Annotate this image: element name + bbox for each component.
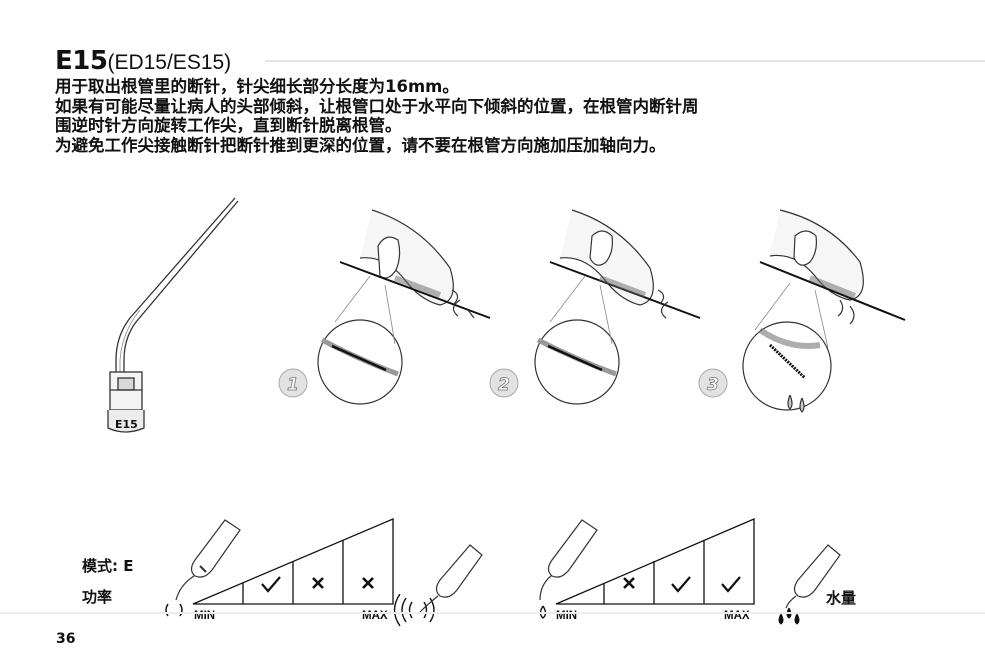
water-label: 水量 <box>826 589 857 607</box>
power-handpiece-right-icon <box>419 544 483 613</box>
check-icon <box>671 576 691 593</box>
step-number: 1 <box>287 375 299 395</box>
instruction-line: 为避免工作尖接触断针把断针推到更深的位置，请不要在根管方向施加压加轴向力。 <box>55 135 666 155</box>
step-number: 2 <box>498 375 510 395</box>
instruction-line: 用于取出根管里的断针，针尖细长部分长度为16mm。 <box>55 77 459 96</box>
cross-icon <box>362 577 374 589</box>
step-3-illustration <box>742 209 906 413</box>
heading-rule <box>265 60 985 62</box>
power-label: 功率 <box>82 588 113 606</box>
instruction-line: 围逆时针方向旋转工作尖，直到断针脱离根管。 <box>55 116 402 135</box>
water-handpiece-icon <box>539 519 598 601</box>
power-handpiece-icon <box>175 519 241 601</box>
step-1-illustration <box>317 209 491 405</box>
step-2-badge: 2 <box>489 368 519 398</box>
water-scale <box>555 518 755 605</box>
footer-rule <box>0 612 985 614</box>
tip-label: E15 <box>115 418 138 431</box>
vibration-high-icon <box>393 593 435 627</box>
power-scale <box>192 518 394 605</box>
tip-variants: (ED15/ES15) <box>107 51 232 74</box>
check-icon <box>261 576 281 593</box>
instructions: 用于取出根管里的断针，针尖细长部分长度为16mm。 如果有可能尽量让病人的头部倾… <box>55 77 955 155</box>
instruction-line: 如果有可能尽量让病人的头部倾斜，让根管口处于水平向下倾斜的位置，在根管内断针周 <box>55 96 699 116</box>
step-2-illustration <box>534 209 701 405</box>
step-number: 3 <box>707 375 719 395</box>
step-1-badge: 1 <box>278 368 308 398</box>
tip-code: E15 <box>55 46 108 76</box>
water-handpiece-right-icon <box>785 544 841 609</box>
vibration-low-icon <box>165 603 183 617</box>
cross-icon <box>623 577 635 589</box>
mode-label: 模式: E <box>82 557 134 575</box>
step-3-badge: 3 <box>698 368 728 398</box>
cross-icon <box>312 577 324 589</box>
page-number: 36 <box>56 631 76 647</box>
tip-illustration <box>107 197 239 433</box>
section-title: E15(ED15/ES15) <box>55 46 231 79</box>
water-drop-low-icon <box>539 605 547 619</box>
water-drop-high-icon <box>778 607 800 625</box>
check-icon <box>721 576 741 593</box>
